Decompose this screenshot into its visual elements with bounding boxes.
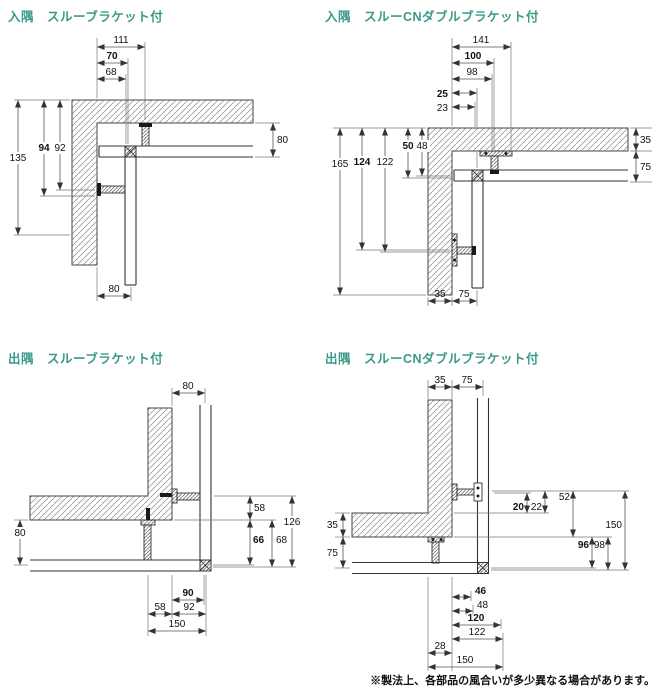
dim-label-98: 98	[466, 67, 478, 78]
dim-label-111: 111	[113, 35, 129, 46]
upper-bracket	[160, 488, 201, 504]
dim-label-75-bottom: 75	[458, 289, 470, 300]
dimension-labels: 141 100 98 25 23 165 124 122 50 48 35 75…	[330, 35, 652, 300]
dim-label-68: 68	[105, 67, 117, 78]
handrail	[352, 398, 490, 575]
dim-label-23: 23	[437, 103, 449, 114]
dim-label-126: 126	[284, 517, 301, 528]
dim-label-92: 92	[54, 143, 66, 154]
dim-label-141: 141	[473, 35, 490, 46]
handrail	[30, 405, 212, 572]
dim-label-80-left: 80	[14, 528, 26, 539]
dim-label-66: 66	[253, 535, 265, 546]
dim-label-150: 150	[169, 619, 186, 630]
dim-label-80-top: 80	[182, 381, 194, 392]
handrail	[453, 169, 628, 289]
dim-label-70: 70	[106, 51, 118, 62]
dim-label-20: 20	[513, 502, 525, 513]
dim-label-90: 90	[182, 588, 194, 599]
dim-label-35-bottom: 35	[434, 289, 446, 300]
dim-label-150-bottom: 150	[457, 655, 474, 666]
dim-label-52: 52	[559, 492, 571, 503]
extension-lines	[333, 38, 652, 306]
dim-label-94: 94	[38, 143, 50, 154]
dim-label-50: 50	[402, 141, 414, 152]
dim-label-122: 122	[377, 157, 394, 168]
corner-joint	[124, 145, 137, 158]
corner-joint	[471, 169, 484, 182]
dim-label-122: 122	[469, 627, 486, 638]
diagram-inside-corner-cn-double-bracket: 141 100 98 25 23 165 124 122 50 48 35 75…	[330, 35, 652, 306]
dim-label-165: 165	[332, 159, 349, 170]
dim-label-58-bottom: 58	[154, 602, 166, 613]
dim-label-75-top: 75	[461, 375, 473, 386]
diagram-inside-corner-through-bracket: 111 70 68 135 94 92 80 80	[8, 35, 289, 301]
top-bracket	[139, 122, 152, 147]
dimension-lines	[340, 384, 628, 670]
lower-cn-bracket	[427, 536, 445, 564]
handrail	[98, 145, 253, 286]
dim-label-35-right: 35	[640, 135, 652, 146]
wall	[351, 399, 453, 538]
dim-label-120: 120	[468, 613, 485, 624]
panel2-title: 入隅 スルーCNダブルブラケット付	[325, 10, 540, 24]
top-cn-bracket	[479, 150, 513, 174]
panel3-title: 出隅 スルーブラケット付	[8, 352, 164, 366]
dim-label-124: 124	[354, 157, 371, 168]
side-bracket	[96, 183, 126, 196]
side-cn-bracket	[451, 233, 476, 267]
dim-label-100: 100	[465, 51, 482, 62]
dim-label-75-left: 75	[327, 548, 339, 559]
dim-label-48: 48	[416, 141, 428, 152]
panel1-title: 入隅 スルーブラケット付	[8, 10, 164, 24]
dimension-labels: 111 70 68 135 94 92 80 80	[8, 35, 289, 295]
corner-joint	[477, 562, 489, 574]
dim-label-98: 98	[594, 540, 606, 551]
upper-cn-bracket	[451, 482, 483, 502]
dim-label-68: 68	[276, 535, 288, 546]
lower-bracket	[140, 508, 156, 561]
dim-label-58-right: 58	[254, 503, 266, 514]
dim-label-92: 92	[183, 602, 195, 613]
dim-label-96: 96	[578, 540, 590, 551]
dimension-labels: 80 58 66 68 126 80 90 58 92 150	[11, 381, 302, 630]
dim-label-80-right: 80	[277, 135, 289, 146]
dim-label-135: 135	[10, 153, 27, 164]
corner-joint	[199, 559, 212, 572]
diagram-outside-corner-cn-double-bracket: 35 75 35 75 20 22 52 96 98 150 46 48 120…	[327, 375, 629, 671]
manufacturing-note: ※製法上、各部品の風合いが多少異なる場合があります。	[370, 675, 655, 687]
dim-label-28: 28	[434, 641, 446, 652]
panel4-title: 出隅 スルーCNダブルブラケット付	[325, 352, 540, 366]
dim-label-46: 46	[475, 586, 487, 597]
wall	[29, 407, 173, 521]
dim-label-48: 48	[477, 600, 489, 611]
dim-label-75-right: 75	[640, 162, 652, 173]
dim-label-150-right: 150	[605, 520, 622, 531]
dimension-labels: 35 75 35 75 20 22 52 96 98 150 46 48 120…	[327, 375, 623, 666]
wall	[71, 99, 254, 266]
dim-label-25: 25	[437, 89, 449, 100]
dim-label-35-top: 35	[434, 375, 446, 386]
dimension-lines	[15, 44, 276, 299]
diagram-outside-corner-through-bracket: 80 58 66 68 126 80 90 58 92 150	[11, 381, 302, 636]
dim-label-80-bottom: 80	[108, 284, 120, 295]
dim-label-35-left: 35	[327, 520, 339, 531]
dimension-lines	[337, 44, 639, 304]
dim-label-22: 22	[531, 502, 543, 513]
wall	[427, 127, 629, 296]
extension-lines	[14, 38, 280, 301]
